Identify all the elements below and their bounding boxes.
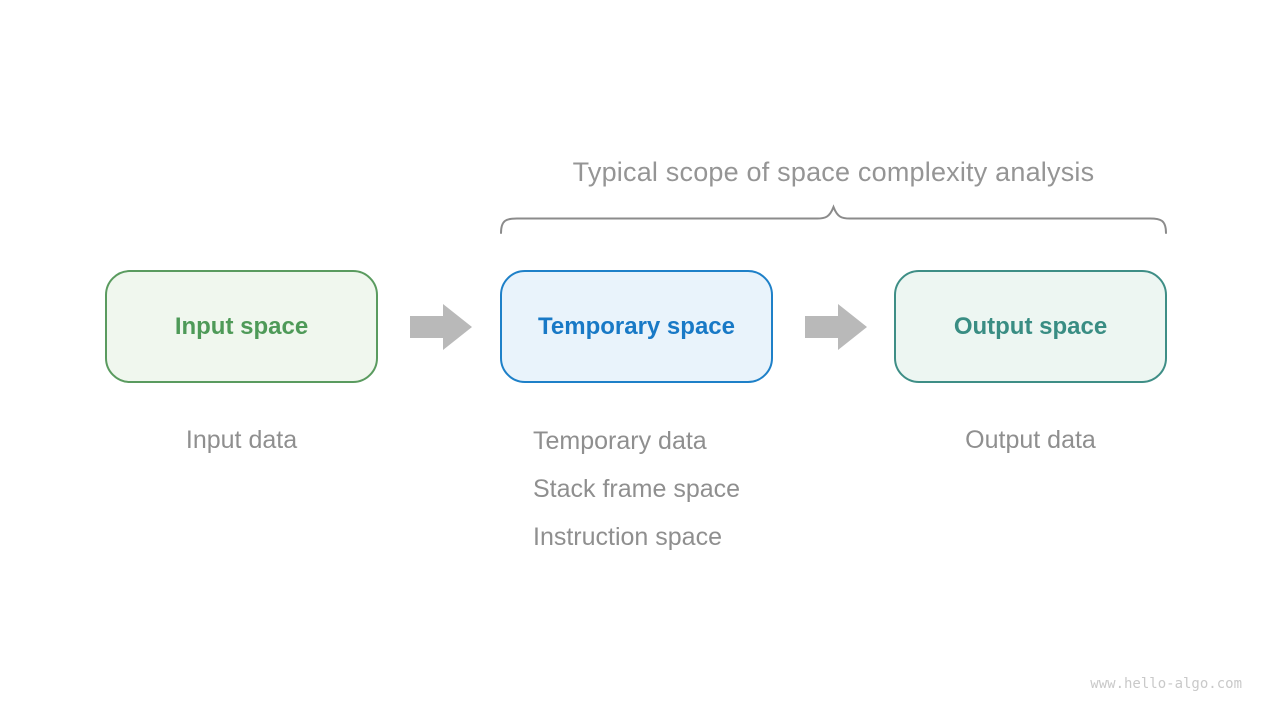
curly-brace <box>500 204 1167 234</box>
instruction-space-label: Instruction space <box>533 523 722 551</box>
diagram-title: Typical scope of space complexity analys… <box>572 157 1095 187</box>
watermark: www.hello-algo.com <box>1090 676 1242 692</box>
temporary-items-list: Temporary data Stack frame space Instruc… <box>533 426 740 570</box>
temporary-space-label: Temporary space <box>538 312 735 340</box>
temporary-space-box: Temporary space <box>500 270 773 383</box>
input-space-label: Input space <box>174 312 309 340</box>
temporary-data-label: Temporary data <box>533 427 707 455</box>
output-space-label: Output space <box>953 312 1108 340</box>
input-data-label: Input data <box>185 426 298 454</box>
arrow-right-icon <box>805 304 867 350</box>
input-space-box: Input space <box>105 270 378 383</box>
arrow-right-icon <box>410 304 472 350</box>
stack-frame-space-label: Stack frame space <box>533 475 741 503</box>
output-space-box: Output space <box>894 270 1167 383</box>
output-data-label: Output data <box>965 426 1096 454</box>
